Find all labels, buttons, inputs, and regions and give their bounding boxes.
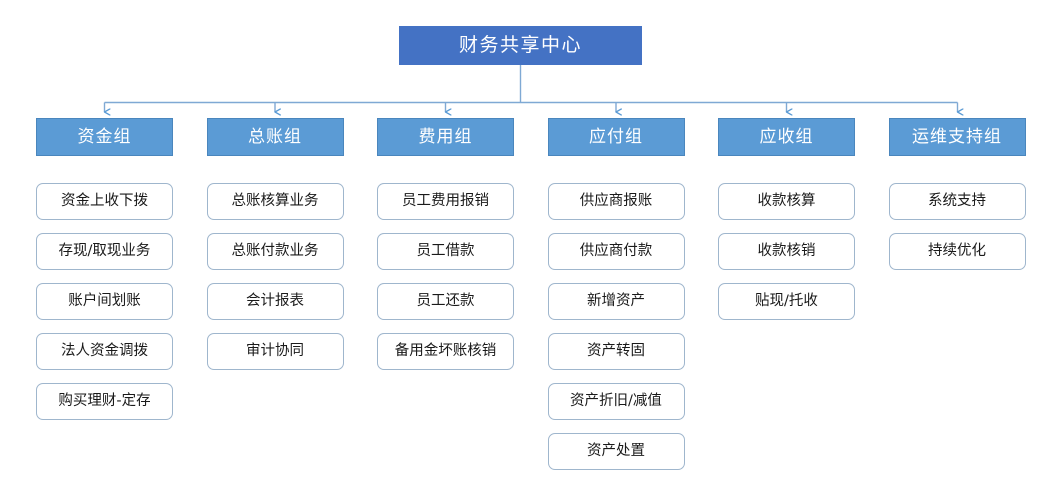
leaf-node[interactable]: 供应商付款 xyxy=(547,233,685,270)
leaf-node-label: 资金上收下拨 xyxy=(61,193,148,210)
group-header-general-ledger[interactable]: 总账组 xyxy=(206,118,344,156)
leaf-node-label: 收款核销 xyxy=(757,243,816,260)
leaf-node[interactable]: 审计协同 xyxy=(206,333,344,370)
group-header-label: 应收组 xyxy=(759,126,814,147)
leaf-node[interactable]: 资产转固 xyxy=(547,333,685,370)
group-column-general-ledger: 总账组 总账核算业务 总账付款业务 会计报表 审计协同 xyxy=(206,118,344,383)
leaf-node-label: 备用金坏账核销 xyxy=(394,343,497,360)
leaf-node-label: 审计协同 xyxy=(246,343,304,360)
leaf-node[interactable]: 持续优化 xyxy=(888,233,1026,270)
leaf-node[interactable]: 总账付款业务 xyxy=(206,233,344,270)
leaf-node[interactable]: 收款核销 xyxy=(718,233,855,270)
leaf-node[interactable]: 新增资产 xyxy=(547,283,685,320)
leaf-node-label: 员工费用报销 xyxy=(402,193,489,210)
leaf-node[interactable]: 系统支持 xyxy=(888,183,1026,220)
leaf-node[interactable]: 员工借款 xyxy=(377,233,514,270)
leaf-list-funds: 资金上收下拨 存现/取现业务 账户间划账 法人资金调拨 购买理财-定存 xyxy=(36,183,173,420)
leaf-node[interactable]: 账户间划账 xyxy=(36,283,173,320)
leaf-node[interactable]: 资金上收下拨 xyxy=(36,183,173,220)
leaf-node-label: 贴现/托收 xyxy=(755,293,818,310)
leaf-node[interactable]: 收款核算 xyxy=(718,183,855,220)
leaf-node-label: 会计报表 xyxy=(246,293,304,310)
leaf-node-label: 资产处置 xyxy=(587,443,645,460)
group-header-funds[interactable]: 资金组 xyxy=(36,118,173,156)
leaf-node[interactable]: 贴现/托收 xyxy=(718,283,855,320)
leaf-node-label: 员工还款 xyxy=(416,293,475,310)
leaf-list-general-ledger: 总账核算业务 总账付款业务 会计报表 审计协同 xyxy=(206,183,344,370)
leaf-node-label: 资产转固 xyxy=(587,343,645,360)
leaf-node-label: 存现/取现业务 xyxy=(58,243,151,260)
leaf-node[interactable]: 员工费用报销 xyxy=(377,183,514,220)
leaf-node[interactable]: 会计报表 xyxy=(206,283,344,320)
leaf-node-label: 员工借款 xyxy=(416,243,475,260)
leaf-node[interactable]: 供应商报账 xyxy=(547,183,685,220)
group-header-receivable[interactable]: 应收组 xyxy=(718,118,855,156)
group-column-ops-support: 运维支持组 系统支持 持续优化 xyxy=(888,118,1026,283)
group-header-label: 总账组 xyxy=(248,126,302,147)
leaf-node[interactable]: 备用金坏账核销 xyxy=(377,333,514,370)
leaf-node-label: 供应商付款 xyxy=(579,243,653,260)
group-column-receivable: 应收组 收款核算 收款核销 贴现/托收 xyxy=(718,118,855,333)
root-node-financial-shared-center[interactable]: 财务共享中心 xyxy=(399,26,642,65)
group-header-payable[interactable]: 应付组 xyxy=(547,118,685,156)
leaf-node-label: 账户间划账 xyxy=(68,293,141,310)
group-header-label: 费用组 xyxy=(418,126,473,147)
leaf-node-label: 收款核算 xyxy=(757,193,816,210)
leaf-node[interactable]: 法人资金调拨 xyxy=(36,333,173,370)
leaf-list-ops-support: 系统支持 持续优化 xyxy=(888,183,1026,270)
leaf-node[interactable]: 购买理财-定存 xyxy=(36,383,173,420)
leaf-node-label: 购买理财-定存 xyxy=(58,393,151,410)
leaf-list-expense: 员工费用报销 员工借款 员工还款 备用金坏账核销 xyxy=(377,183,514,370)
group-header-ops-support[interactable]: 运维支持组 xyxy=(888,118,1026,156)
group-column-payable: 应付组 供应商报账 供应商付款 新增资产 资产转固 资产折旧/减值 xyxy=(547,118,685,483)
leaf-node-label: 新增资产 xyxy=(587,293,645,310)
leaf-node-label: 持续优化 xyxy=(928,243,986,260)
group-column-expense: 费用组 员工费用报销 员工借款 员工还款 备用金坏账核销 xyxy=(377,118,514,383)
root-node-label: 财务共享中心 xyxy=(458,34,582,56)
leaf-node[interactable]: 资产处置 xyxy=(547,433,685,470)
group-header-label: 应付组 xyxy=(589,126,643,147)
leaf-node-label: 系统支持 xyxy=(928,193,986,210)
leaf-node-label: 总账核算业务 xyxy=(231,193,319,210)
leaf-node[interactable]: 存现/取现业务 xyxy=(36,233,173,270)
leaf-list-receivable: 收款核算 收款核销 贴现/托收 xyxy=(718,183,855,320)
leaf-node-label: 法人资金调拨 xyxy=(61,343,148,360)
leaf-node-label: 供应商报账 xyxy=(579,193,653,210)
leaf-node-label: 总账付款业务 xyxy=(231,243,319,260)
group-header-expense[interactable]: 费用组 xyxy=(377,118,514,156)
group-header-label: 资金组 xyxy=(77,126,132,147)
leaf-node[interactable]: 总账核算业务 xyxy=(206,183,344,220)
leaf-node[interactable]: 资产折旧/减值 xyxy=(547,383,685,420)
leaf-node[interactable]: 员工还款 xyxy=(377,283,514,320)
leaf-node-label: 资产折旧/减值 xyxy=(570,393,662,410)
group-column-funds: 资金组 资金上收下拨 存现/取现业务 账户间划账 法人资金调拨 购买理财-定存 xyxy=(36,118,173,433)
group-header-label: 运维支持组 xyxy=(912,126,1002,147)
leaf-list-payable: 供应商报账 供应商付款 新增资产 资产转固 资产折旧/减值 资产处置 xyxy=(547,183,685,470)
